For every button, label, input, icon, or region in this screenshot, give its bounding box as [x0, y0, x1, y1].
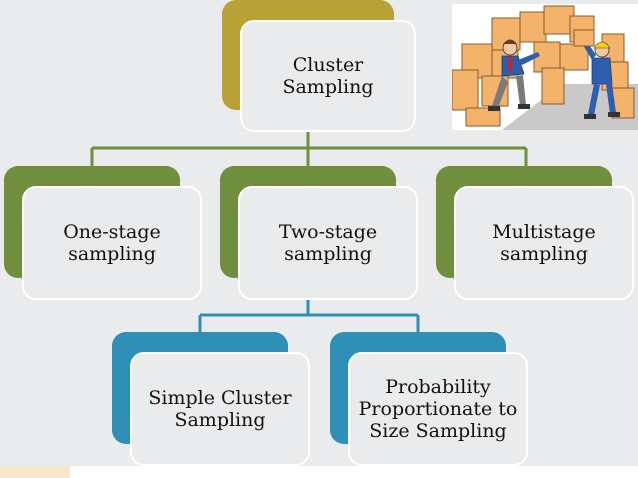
footer-strip — [0, 466, 638, 478]
workers-moving-boxes-icon — [452, 4, 638, 130]
node-cluster-sampling: Cluster Sampling — [222, 0, 418, 134]
node-pps-label: Probability Proportionate to Size Sampli… — [358, 376, 518, 442]
node-cluster-sampling-label: Cluster Sampling — [282, 54, 374, 98]
node-two-stage-label: Two-stage sampling — [278, 221, 378, 265]
node-multistage-label: Multistage sampling — [492, 221, 596, 265]
node-one-stage-label: One-stage sampling — [63, 221, 161, 265]
node-two-stage-box: Two-stage sampling — [238, 186, 418, 300]
node-one-stage-box: One-stage sampling — [22, 186, 202, 300]
footer-tab — [0, 466, 70, 478]
node-two-stage-sampling: Two-stage sampling — [220, 166, 420, 302]
node-simple-cluster-label: Simple Cluster Sampling — [148, 387, 292, 431]
node-simple-cluster-box: Simple Cluster Sampling — [130, 352, 310, 466]
node-pps-box: Probability Proportionate to Size Sampli… — [348, 352, 528, 466]
node-cluster-sampling-box: Cluster Sampling — [240, 20, 416, 132]
node-pps-sampling: Probability Proportionate to Size Sampli… — [330, 332, 530, 468]
root-to-level1-connector — [90, 132, 528, 168]
twostage-to-level2-connector — [198, 300, 420, 334]
node-one-stage-sampling: One-stage sampling — [4, 166, 204, 302]
node-multistage-box: Multistage sampling — [454, 186, 634, 300]
node-multistage-sampling: Multistage sampling — [436, 166, 636, 302]
node-simple-cluster-sampling: Simple Cluster Sampling — [112, 332, 312, 468]
